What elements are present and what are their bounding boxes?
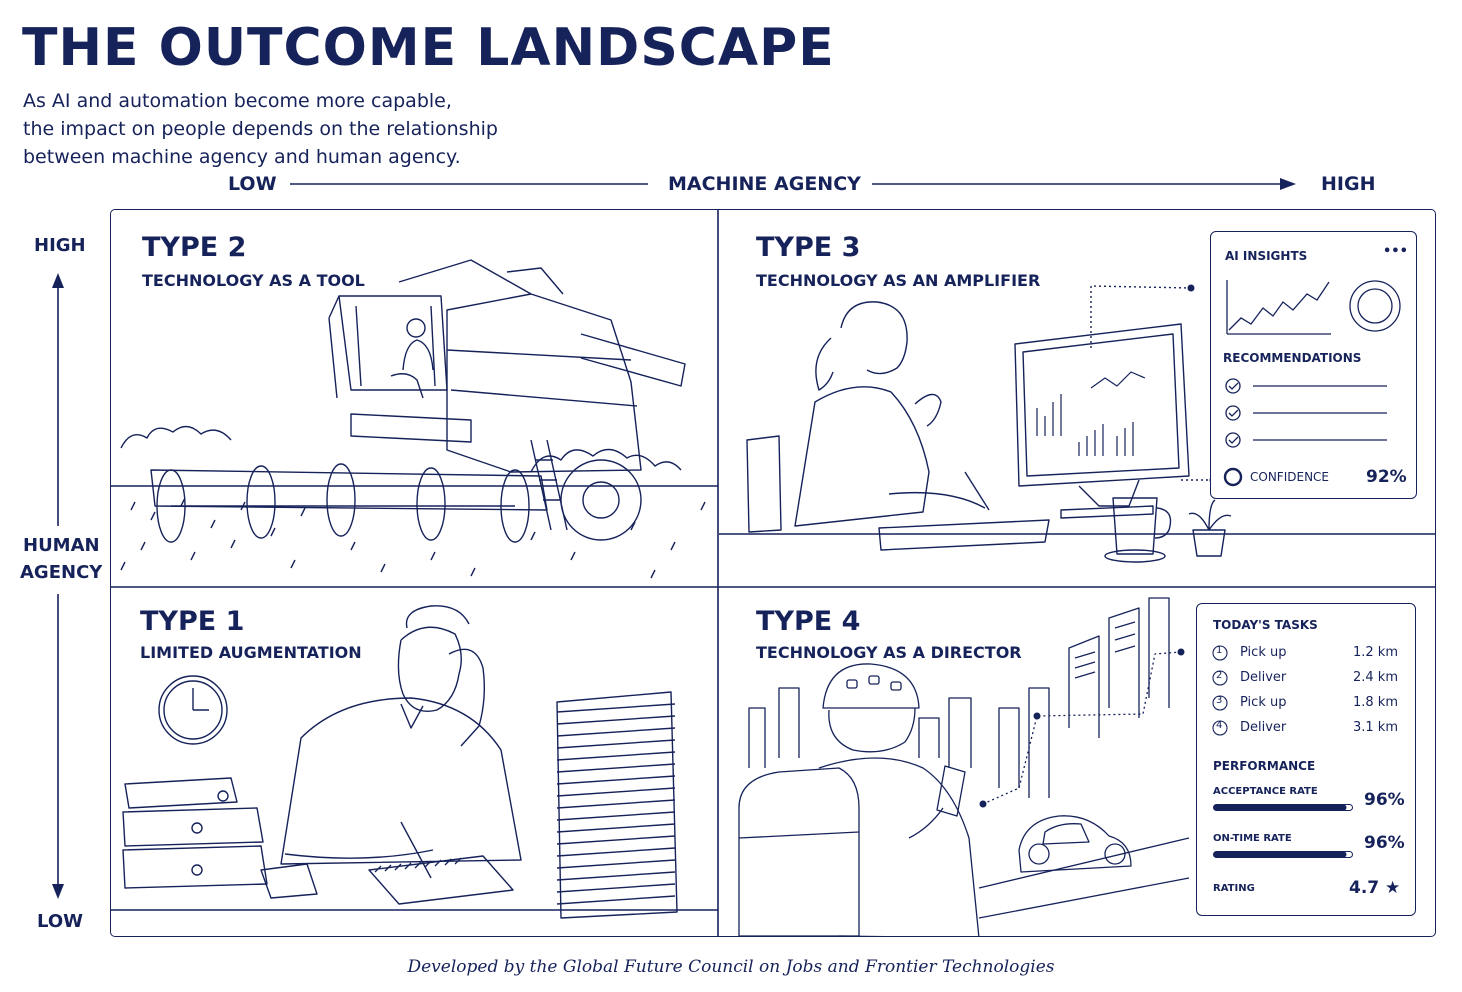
type-2-heading: TYPE 2	[142, 232, 247, 263]
rating-label: RATING	[1213, 883, 1255, 894]
task-name: Pick up	[1240, 645, 1287, 660]
task-number: 2	[1216, 670, 1223, 681]
subtitle-line: between machine agency and human agency.	[23, 146, 461, 168]
x-axis-title: MACHINE AGENCY	[668, 173, 861, 195]
task-number: 1	[1216, 645, 1223, 656]
subtitle-line: As AI and automation become more capable…	[23, 90, 452, 112]
on-time-rate-label: ON-TIME RATE	[1213, 833, 1292, 844]
quadrant-type-1: TYPE 1 LIMITED AUGMENTATION	[111, 588, 718, 936]
acceptance-rate-bar	[1213, 804, 1353, 811]
footer-credit: Developed by the Global Future Council o…	[407, 957, 1055, 977]
courier-with-phone-illustration	[738, 597, 1190, 936]
task-number-circle	[1212, 670, 1228, 686]
tasks-panel: TODAY'S TASKS 1 Pick up 1.2 km 2 Deliver…	[1196, 603, 1416, 916]
performance-heading: PERFORMANCE	[1213, 759, 1316, 773]
page-title: THE OUTCOME LANDSCAPE	[22, 18, 835, 78]
quadrant-type-3: TYPE 3 TECHNOLOGY AS AN AMPLIFIER	[719, 210, 1435, 587]
quadrant-type-4: TYPE 4 TECHNOLOGY AS A DIRECTOR	[719, 588, 1435, 936]
confidence-value: 92%	[1366, 467, 1407, 487]
task-number: 4	[1216, 720, 1223, 731]
task-number-circle	[1212, 695, 1228, 711]
more-menu-icon[interactable]: •••	[1383, 244, 1408, 259]
type-2-label: TECHNOLOGY AS A TOOL	[142, 271, 365, 290]
type-1-label: LIMITED AUGMENTATION	[140, 643, 362, 662]
type-4-label: TECHNOLOGY AS A DIRECTOR	[756, 643, 1022, 662]
combine-harvester-illustration	[111, 259, 718, 579]
x-axis-high: HIGH	[1321, 173, 1376, 195]
stressed-worker-illustration	[111, 605, 718, 919]
rating-value: 4.7 ★	[1349, 878, 1401, 898]
task-name: Pick up	[1240, 695, 1287, 710]
task-number: 3	[1216, 695, 1223, 706]
ai-insights-panel: AI INSIGHTS ••• RECOMMENDATIONS CONFIDEN…	[1210, 231, 1417, 499]
type-3-heading: TYPE 3	[756, 232, 861, 263]
type-1-heading: TYPE 1	[140, 606, 245, 637]
type-4-heading: TYPE 4	[756, 606, 861, 637]
task-number-circle	[1212, 720, 1228, 736]
task-name: Deliver	[1240, 670, 1287, 685]
ai-insights-title: AI INSIGHTS	[1225, 249, 1308, 263]
y-axis-title-line2: AGENCY	[20, 562, 103, 583]
y-axis-low: LOW	[37, 911, 83, 932]
quadrant-type-2: TYPE 2 TECHNOLOGY AS A TOOL	[111, 210, 718, 587]
ai-insights-charts	[1223, 280, 1401, 487]
y-axis-title-line1: HUMAN	[23, 535, 100, 556]
type-3-label: TECHNOLOGY AS AN AMPLIFIER	[756, 271, 1041, 290]
acceptance-rate-value: 96%	[1364, 790, 1405, 810]
on-time-rate-bar	[1213, 851, 1353, 858]
task-number-circle	[1212, 645, 1228, 661]
recommendations-heading: RECOMMENDATIONS	[1223, 351, 1362, 365]
x-axis-low: LOW	[228, 173, 277, 195]
quadrant-grid	[110, 209, 1436, 937]
task-name: Deliver	[1240, 720, 1287, 735]
subtitle-line: the impact on people depends on the rela…	[23, 118, 498, 140]
task-distance: 2.4 km	[1353, 670, 1398, 685]
confidence-label: CONFIDENCE	[1250, 470, 1330, 484]
task-distance: 3.1 km	[1353, 720, 1398, 735]
on-time-rate-value: 96%	[1364, 833, 1405, 853]
page-subtitle: As AI and automation become more capable…	[23, 87, 498, 171]
y-axis-high: HIGH	[34, 235, 86, 256]
tasks-title: TODAY'S TASKS	[1213, 618, 1318, 632]
task-distance: 1.2 km	[1353, 645, 1398, 660]
acceptance-rate-label: ACCEPTANCE RATE	[1213, 786, 1318, 797]
task-distance: 1.8 km	[1353, 695, 1398, 710]
